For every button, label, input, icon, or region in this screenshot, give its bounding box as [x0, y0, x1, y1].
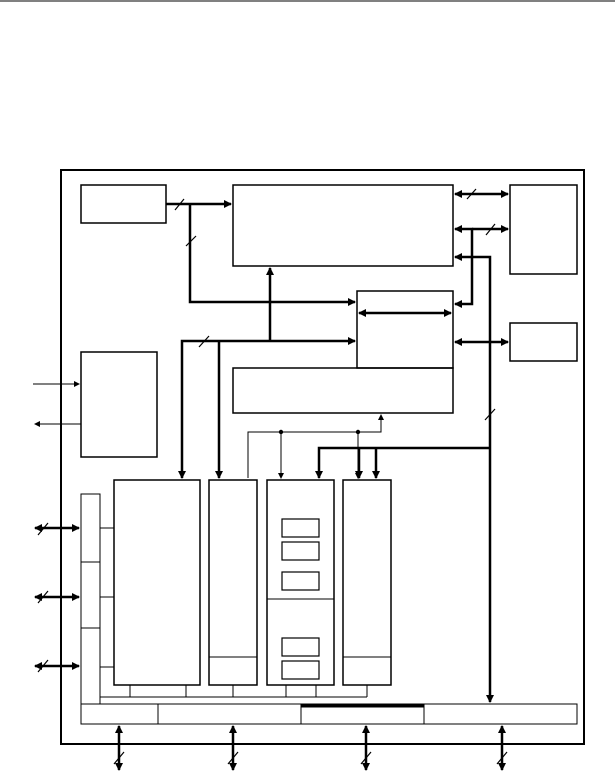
bus-connections — [166, 190, 509, 703]
block-bus-controller — [356, 290, 454, 369]
block-central — [232, 184, 454, 267]
port-stack — [80, 493, 101, 705]
module-column-1 — [113, 479, 201, 686]
block-left-middle — [80, 351, 158, 458]
control-lines — [247, 414, 384, 479]
external-bottom-signals — [115, 725, 506, 771]
block-top-left — [80, 184, 167, 224]
sub-block-2 — [281, 541, 320, 561]
bottom-bus — [80, 703, 578, 725]
module-column-3 — [266, 479, 335, 686]
sub-block-5 — [281, 660, 320, 680]
column-bus-links — [100, 527, 368, 698]
block-right-top — [509, 184, 578, 275]
module-column-2 — [208, 479, 258, 686]
bus-width-markers — [37, 188, 508, 765]
sub-block-3 — [281, 571, 320, 591]
block-right-small — [509, 322, 578, 362]
external-left-signals — [33, 381, 81, 670]
block-wide-lower — [232, 367, 454, 414]
module-column-4 — [342, 479, 392, 686]
sub-block-1 — [281, 518, 320, 538]
sub-block-4 — [281, 637, 320, 657]
chip-outline — [60, 169, 585, 745]
